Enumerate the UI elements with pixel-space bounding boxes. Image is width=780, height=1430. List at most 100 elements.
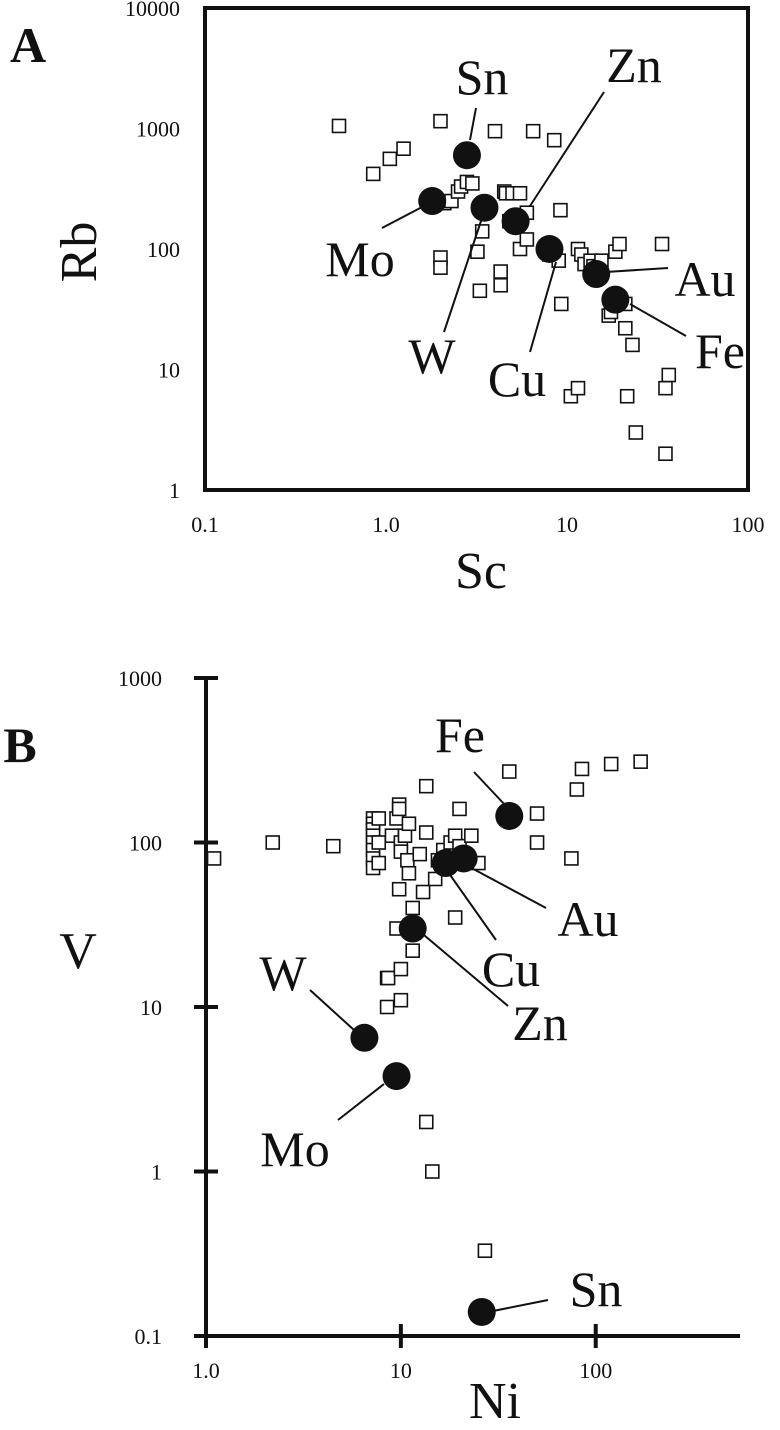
panel-b-deposit-label-sn: Sn	[570, 1261, 623, 1317]
panel-b-sample-point	[418, 778, 434, 794]
panel-b-sample-point	[569, 782, 585, 797]
panel-b-sample-point	[415, 884, 431, 900]
panel-a-sample-point	[487, 123, 503, 139]
panel-b-leader-line-cu	[447, 871, 497, 941]
panel-a-y-tick-label: 100	[147, 237, 180, 262]
panel-b-sample-point	[574, 761, 590, 777]
panel-b-deposit-label-mo: Mo	[260, 1121, 329, 1177]
panel-a-y-tick-label: 1	[169, 478, 180, 503]
panel-b-letter: B	[3, 717, 36, 773]
panel-a-deposit-label-mo: Mo	[325, 231, 394, 287]
panel-b-sample-point	[393, 992, 409, 1008]
panel-b-sample-point	[379, 999, 395, 1015]
panel-b-sample-point	[405, 900, 420, 916]
panel-a-x-tick-label: 10	[556, 512, 578, 537]
panel-a-sample-point	[382, 151, 398, 167]
panel-b-sample-point	[412, 846, 428, 862]
panel-b-sample-point	[529, 806, 545, 821]
panel-a-deposit-label-au: Au	[674, 251, 735, 307]
panel-b-deposit-label-cu: Cu	[482, 941, 540, 997]
panel-a-sample-point	[553, 296, 569, 312]
panel-a-leader-line-cu	[529, 261, 557, 353]
panel-b-deposit-label-fe: Fe	[435, 707, 485, 763]
panel-a-sample-point	[472, 283, 488, 299]
panel-b-deposit-point-zn	[398, 914, 427, 943]
panel-a-x-tick-label: 0.1	[191, 512, 219, 537]
panel-a-sample-point	[519, 232, 535, 247]
panel-a-leader-line-fe	[629, 303, 687, 337]
panel-a-sample-point	[570, 380, 586, 396]
panel-a-y-tick-label: 1000	[136, 117, 180, 142]
panel-a-leader-line-sn	[469, 107, 477, 141]
panel-b-deposit-label-au: Au	[557, 891, 618, 947]
panel-a-deposit-label-zn: Zn	[606, 37, 662, 93]
panel-b-sample-point	[401, 865, 417, 881]
panel-b-y-tick-label: 1	[151, 1160, 162, 1185]
panel-b-sample-point	[380, 970, 396, 986]
panel-b-deposit-point-sn	[467, 1297, 496, 1326]
panel-a-leader-line-zn	[529, 91, 605, 207]
panel-a-deposit-label-w: W	[408, 328, 456, 384]
panel-a-deposit-point-zn	[501, 207, 530, 236]
panel-a-leader-line-w	[443, 217, 483, 333]
panel-b-x-tick-label: 10	[390, 1358, 412, 1383]
panel-a-y-tick-label: 10	[158, 358, 180, 383]
panel-b-deposit-point-w	[350, 1023, 379, 1052]
panel-b-sample-point	[452, 801, 467, 817]
panel-b-y-axis-label: V	[59, 923, 97, 980]
panel-a-sample-point	[618, 320, 633, 336]
panel-b-x-axis-label: Ni	[469, 1373, 521, 1430]
panel-b-sample-point	[529, 835, 545, 850]
panel-a-sample-point	[365, 166, 381, 182]
panel-b-sample-point	[206, 851, 222, 866]
panel-a-x-tick-label: 1.0	[372, 512, 400, 537]
panel-b-sample-point	[603, 756, 619, 772]
panel-a-frame	[203, 6, 750, 492]
panel-b-y-tick-label: 100	[129, 831, 162, 856]
panel-a-sample-point	[433, 113, 448, 129]
panel-a-sample-point	[493, 277, 508, 293]
panel-a-deposit-label-sn: Sn	[456, 49, 509, 105]
panel-b-sample-point	[265, 835, 281, 850]
panel-a-deposit-point-au	[582, 260, 611, 289]
panel-b-deposit-point-cu	[431, 849, 460, 878]
panel-a-letter: A	[10, 17, 46, 73]
panel-a-leader-line-au	[605, 267, 669, 273]
panel-a-sample-point	[661, 367, 677, 383]
panel-a-leader-line-mo	[381, 205, 425, 229]
panel-b-sample-point	[477, 1243, 493, 1259]
panel-a-sample-point	[612, 236, 627, 252]
panel-a-sample-point	[331, 118, 347, 134]
panel-b-sample-point	[393, 961, 409, 977]
panel-b-sample-point	[400, 852, 415, 868]
panel-a-sample-point	[628, 425, 644, 440]
panel-b-leader-line-au	[463, 863, 547, 909]
panel-b-leader-line-w	[309, 989, 355, 1031]
panel-a-sample-point	[654, 236, 670, 252]
panel-b-sample-point	[425, 1164, 440, 1179]
panel-b-sample-point	[371, 835, 387, 850]
panel-b-sample-point	[418, 1114, 434, 1130]
panel-b-sample-point	[371, 811, 387, 826]
panel-a-deposit-point-sn	[452, 141, 481, 170]
panel-b-sample-point	[564, 851, 579, 866]
panel-a-sample-point	[493, 264, 508, 279]
panel-b-y-tick-label: 1000	[118, 666, 162, 691]
panel-a-deposit-point-w	[470, 193, 499, 222]
panel-a-sample-point	[625, 337, 640, 353]
panel-a-sample-point	[658, 380, 673, 396]
panel-b-sample-point	[447, 910, 463, 925]
panel-b-leader-line-mo	[337, 1083, 385, 1121]
panel-a-x-tick-label: 100	[732, 512, 765, 537]
panel-a-sample-point	[546, 132, 562, 148]
panel-b-sample-point	[325, 838, 341, 854]
panel-b-x-tick-label: 1.0	[192, 1358, 220, 1383]
panel-b-sample-point	[427, 871, 443, 887]
panel-b-leader-line-zn	[417, 929, 509, 1007]
panel-b-sample-point	[371, 855, 387, 871]
panel-b-sample-point	[391, 881, 407, 897]
panel-a-deposit-label-cu: Cu	[488, 351, 546, 407]
panel-a-deposit-point-cu	[535, 235, 564, 263]
panel-b-leader-line-sn	[487, 1299, 549, 1313]
